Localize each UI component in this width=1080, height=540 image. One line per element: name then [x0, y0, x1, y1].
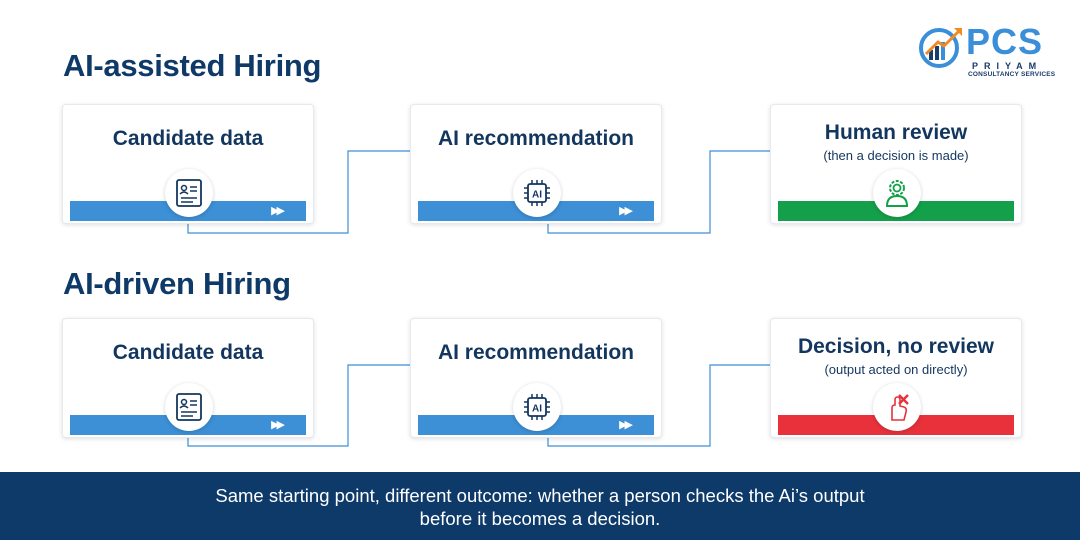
footer-line-1: Same starting point, different outcome: …	[215, 485, 865, 506]
fast-forward-icon: ▶▶	[619, 205, 633, 217]
fast-forward-icon: ▶▶	[619, 419, 633, 431]
svg-text:AI: AI	[532, 190, 542, 201]
footer-banner: Same starting point, different outcome: …	[0, 472, 1080, 540]
svg-text:AI: AI	[532, 404, 542, 415]
card-ai-recommendation-driven: AI recommendation ▶▶ AI	[410, 318, 662, 438]
card-title: Candidate data	[112, 127, 264, 150]
connector-row2-b	[547, 364, 770, 447]
section-title-ai-assisted: AI-assisted Hiring	[63, 48, 322, 83]
connector-row1-a	[187, 150, 410, 234]
connector-row1-b	[547, 150, 770, 234]
logo-subtitle: CONSULTANCY SERVICES	[968, 71, 1056, 78]
human-review-icon	[873, 169, 921, 217]
logo-name: PCS	[966, 21, 1044, 62]
section-title-ai-driven: AI-driven Hiring	[63, 266, 291, 301]
no-review-icon	[873, 383, 921, 431]
document-icon	[165, 383, 213, 431]
card-title: Decision, no review	[797, 335, 995, 358]
document-icon	[165, 169, 213, 217]
card-title: AI recommendation	[437, 341, 635, 364]
card-candidate-data-driven: Candidate data ▶▶	[62, 318, 314, 438]
footer-line-2: before it becomes a decision.	[419, 508, 661, 529]
ai-chip-icon: AI	[513, 169, 561, 217]
card-subtitle: (output acted on directly)	[824, 362, 968, 377]
pcs-logo: PCS PRIYAM CONSULTANCY SERVICES	[918, 21, 1058, 82]
card-human-review: Human review (then a decision is made)	[770, 104, 1022, 224]
card-candidate-data-assisted: Candidate data ▶▶	[62, 104, 314, 224]
card-title: AI recommendation	[437, 127, 635, 150]
card-title: Human review	[824, 121, 968, 144]
fast-forward-icon: ▶▶	[271, 419, 285, 431]
card-ai-recommendation-assisted: AI recommendation ▶▶ AI	[410, 104, 662, 224]
logo-mark-icon	[919, 28, 962, 68]
card-title: Candidate data	[112, 341, 264, 364]
card-subtitle: (then a decision is made)	[823, 148, 969, 163]
logo-tagline: PRIYAM	[972, 61, 1043, 71]
card-decision-no-review: Decision, no review (output acted on dir…	[770, 318, 1022, 438]
connector-row2-a	[187, 364, 410, 447]
ai-chip-icon: AI	[513, 383, 561, 431]
fast-forward-icon: ▶▶	[271, 205, 285, 217]
